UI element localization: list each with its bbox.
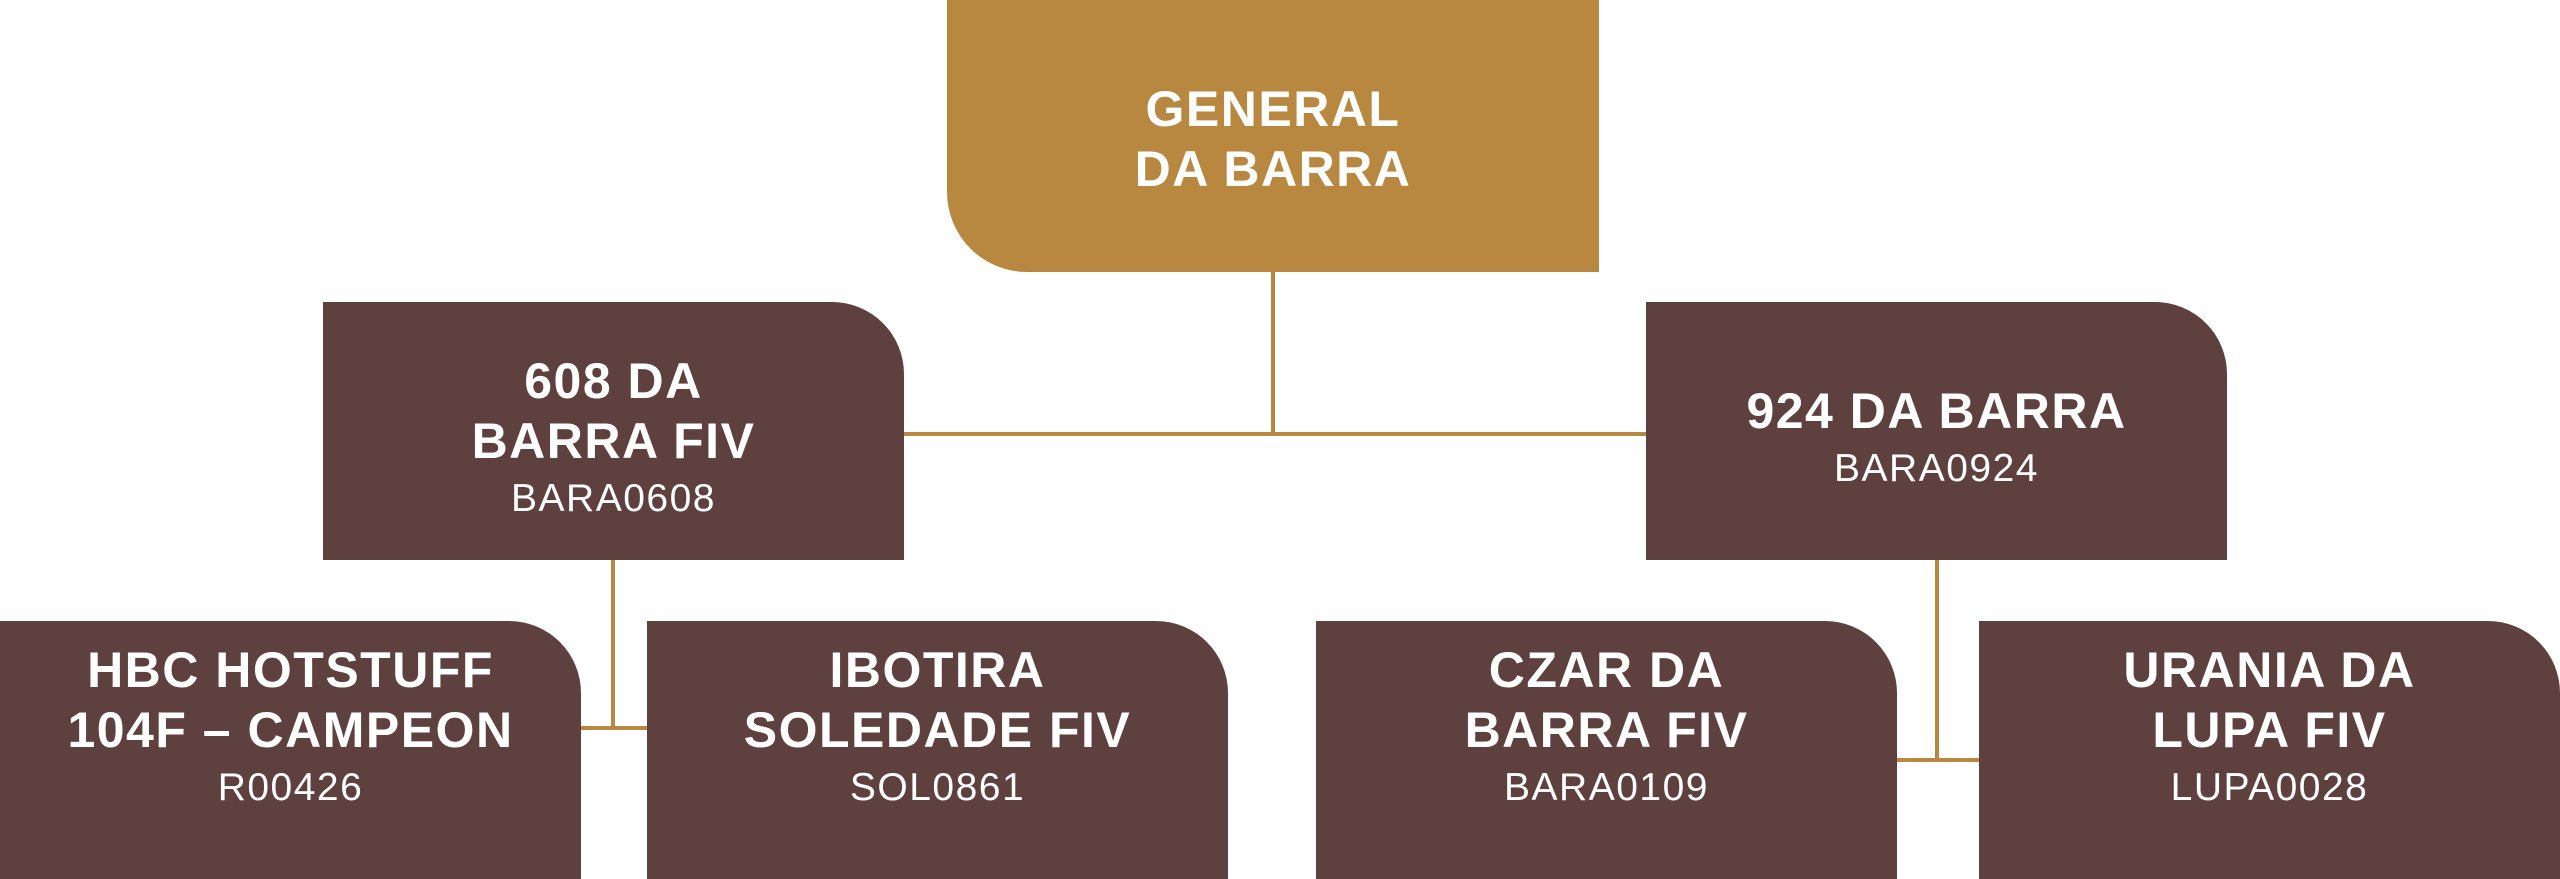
maternal-granddam-code: LUPA0028 (2170, 766, 2369, 809)
paternal-granddam-name: IBOTIRA SOLEDADE FIV (743, 642, 1132, 758)
root-node: GENERAL DA BARRA (947, 0, 1599, 272)
maternal-grandsire-code: BARA0109 (1504, 766, 1709, 809)
paternal-grandsire-node: HBC HOTSTUFF 104F – CAMPEON R00426 (0, 621, 581, 879)
paternal-grandsire-code: R00426 (217, 766, 364, 809)
maternal-granddam-node: URANIA DA LUPA FIV LUPA0028 (1979, 621, 2560, 879)
sire-code: BARA0608 (511, 477, 716, 520)
paternal-granddam-code: SOL0861 (849, 766, 1026, 809)
maternal-grandsire-name: CZAR DA BARRA FIV (1464, 642, 1749, 758)
sire-node: 608 DA BARRA FIV BARA0608 (323, 302, 904, 560)
root-name: GENERAL DA BARRA (1134, 81, 1412, 197)
paternal-granddam-node: IBOTIRA SOLEDADE FIV SOL0861 (647, 621, 1228, 879)
maternal-grandsire-node: CZAR DA BARRA FIV BARA0109 (1316, 621, 1897, 879)
dam-code: BARA0924 (1834, 447, 2039, 490)
paternal-grandsire-name: HBC HOTSTUFF 104F – CAMPEON (67, 642, 514, 758)
dam-name: 924 DA BARRA (1746, 383, 2127, 439)
dam-node: 924 DA BARRA BARA0924 (1646, 302, 2227, 560)
maternal-granddam-name: URANIA DA LUPA FIV (2123, 642, 2416, 758)
sire-name: 608 DA BARRA FIV (471, 353, 756, 469)
